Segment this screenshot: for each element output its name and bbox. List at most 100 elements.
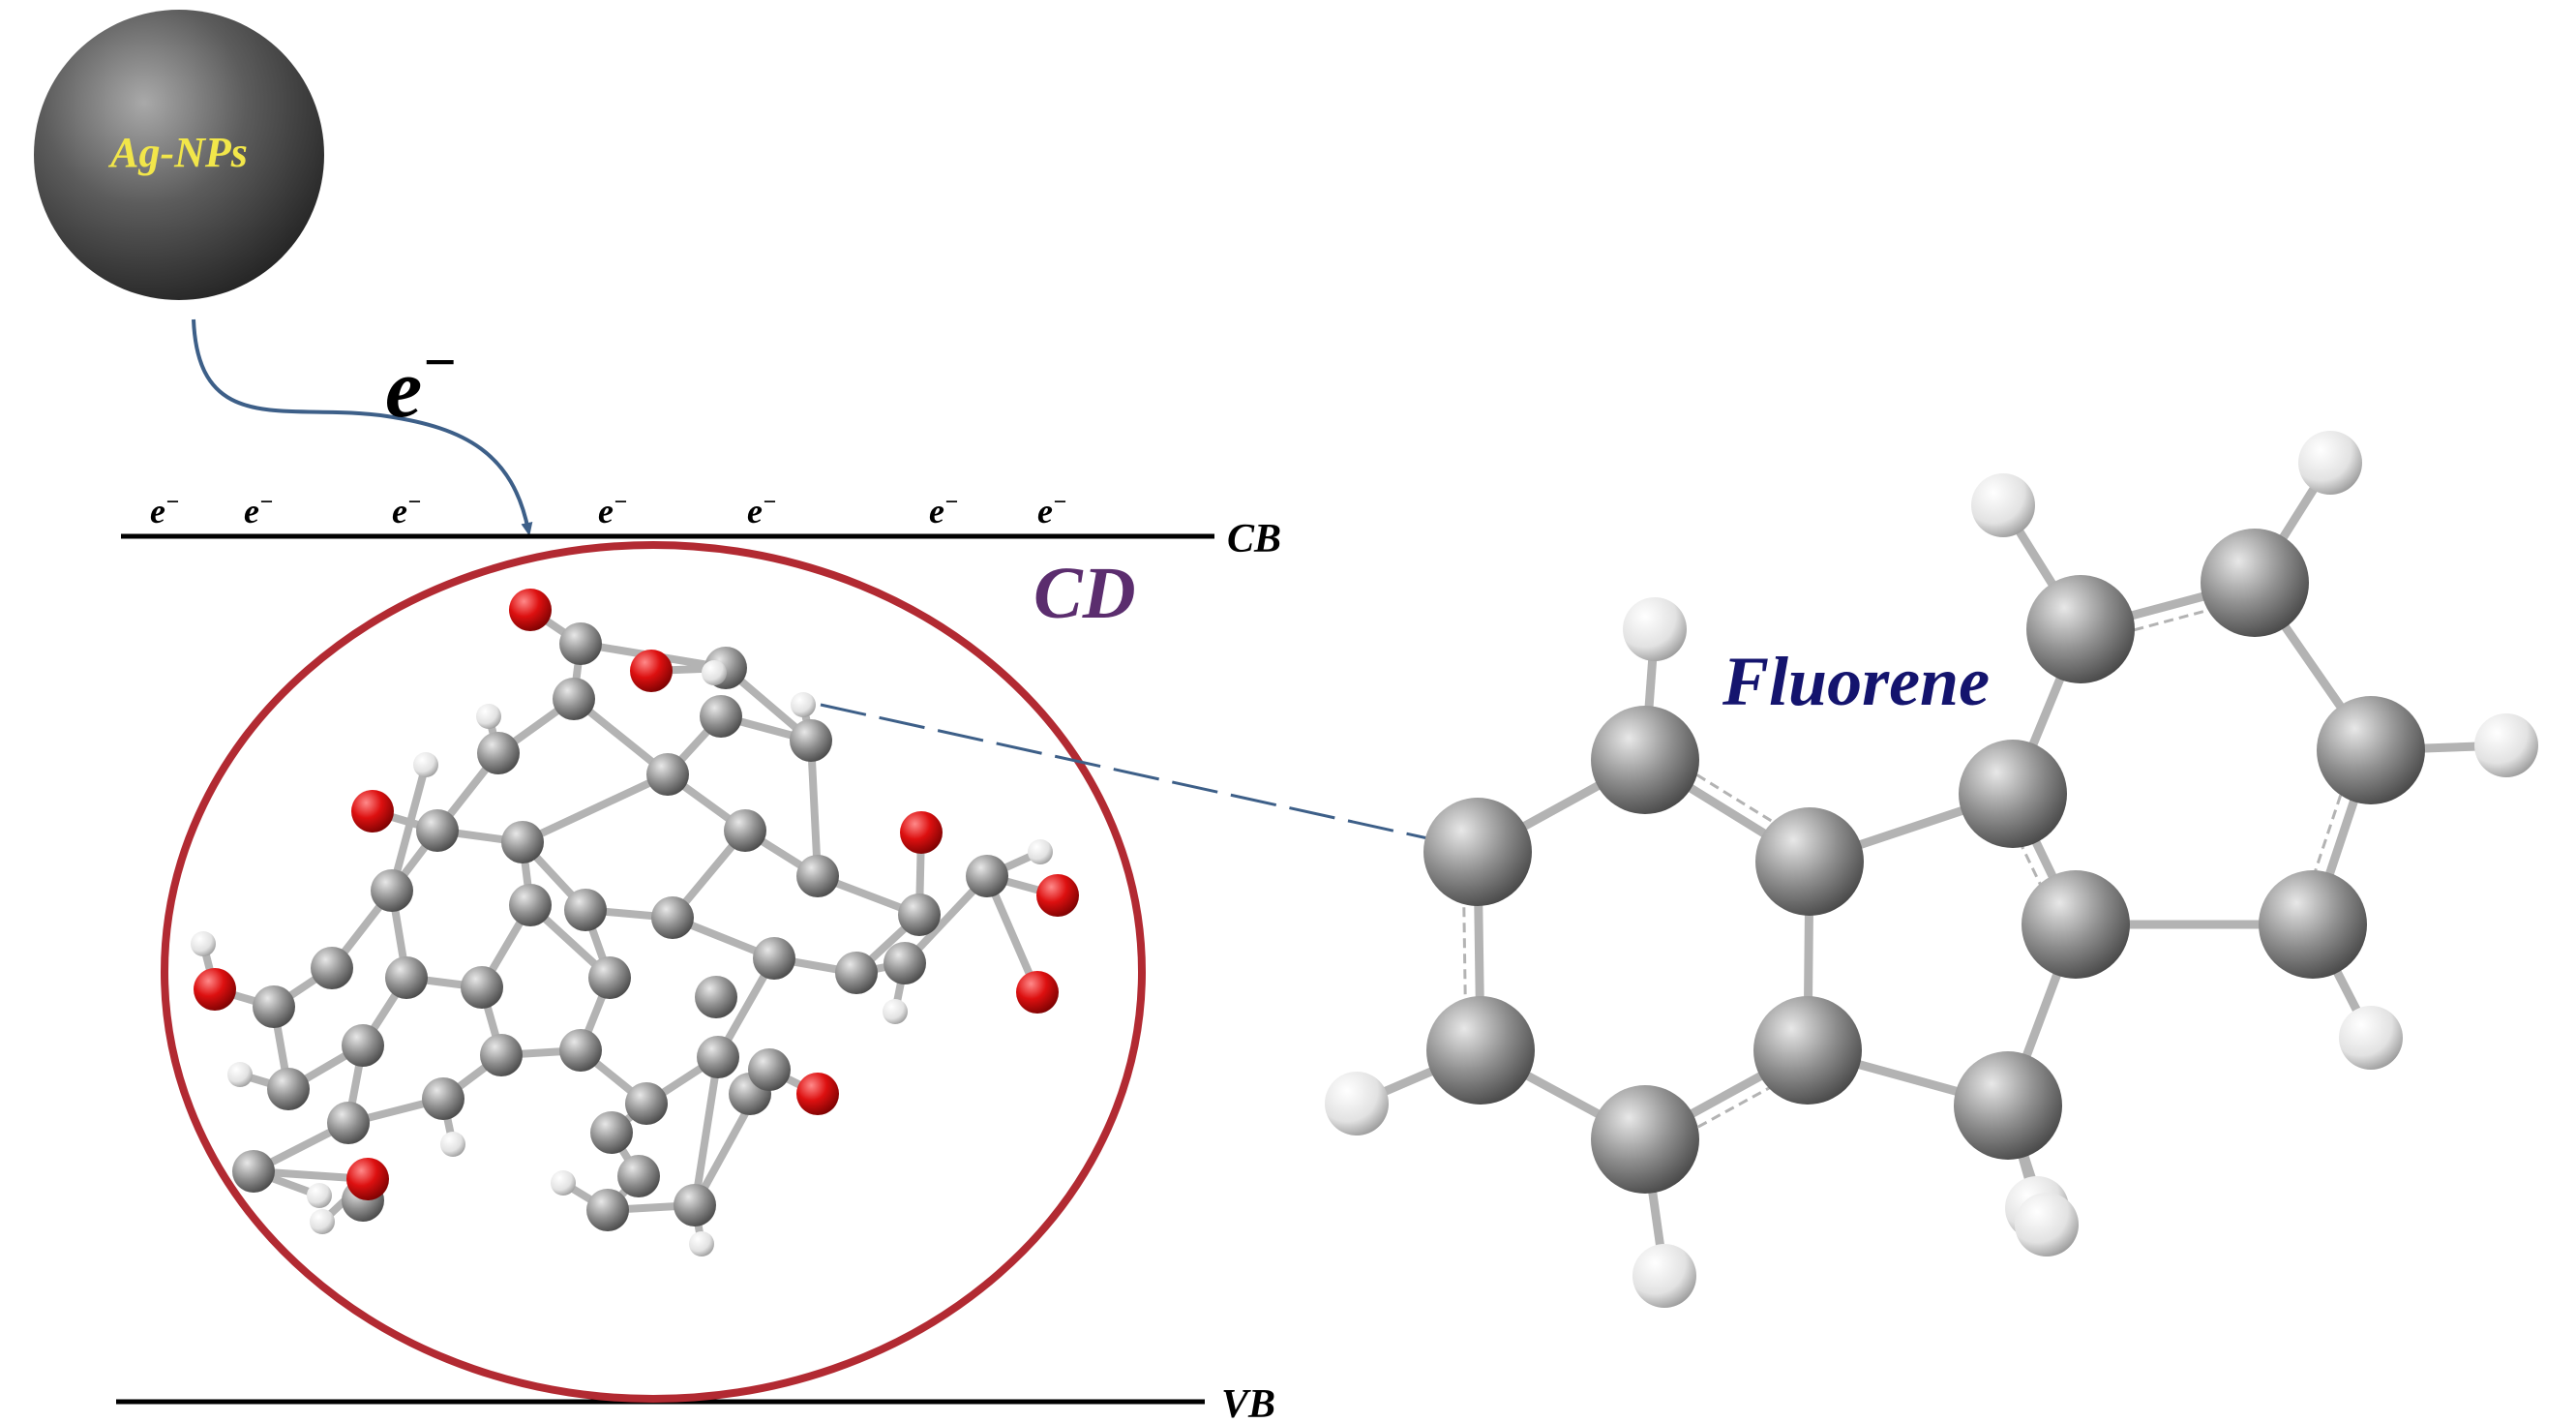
fluorene-double-bond: [2309, 779, 2348, 886]
carbon-atom-icon: [422, 1077, 464, 1120]
carbon-atom-icon: [2317, 696, 2425, 804]
hydrogen-atom-icon: [1971, 473, 2035, 537]
hydrogen-atom-icon: [2474, 713, 2538, 777]
fluorene-double-bond: [1462, 892, 1467, 1012]
carbon-atom-icon: [617, 1155, 660, 1197]
hydrogen-atom-icon: [2015, 1193, 2079, 1256]
carbon-atom-icon: [371, 869, 413, 912]
cb-electron-1: e−: [150, 490, 180, 530]
carbon-atom-icon: [461, 966, 503, 1009]
carbon-atom-icon: [477, 732, 520, 774]
cd-bond: [388, 761, 430, 894]
carbon-atom-icon: [586, 1189, 629, 1231]
hydrogen-atom-icon: [1623, 597, 1687, 661]
hydrogen-atom-icon: [791, 692, 816, 717]
hydrogen-atom-icon: [227, 1062, 253, 1087]
valence-band-label: VB: [1221, 1382, 1275, 1423]
carbon-atom-icon: [2201, 529, 2309, 637]
carbon-atom-icon: [1755, 807, 1864, 916]
carbon-atom-icon: [588, 956, 631, 999]
fluorene-bonds: [1352, 458, 2511, 1281]
carbon-atom-icon: [2026, 575, 2135, 683]
cb-electron-5: e−: [747, 490, 777, 530]
carbon-atom-icon: [267, 1068, 310, 1110]
carbon-atom-icon: [564, 889, 607, 931]
carbon-atom-icon: [1753, 996, 1862, 1105]
carbon-atom-icon: [966, 855, 1008, 897]
cb-electron-6: e−: [929, 490, 959, 530]
oxygen-atom-icon: [1036, 874, 1079, 917]
carbon-atom-icon: [748, 1048, 791, 1091]
valence-band: VB: [116, 1382, 1275, 1423]
carbon-atom-icon: [724, 809, 766, 852]
carbon-atom-icon: [700, 695, 742, 738]
carbon-atom-icon: [559, 622, 602, 665]
oxygen-atom-icon: [630, 650, 673, 692]
carbon-atom-icon: [695, 976, 737, 1018]
cd-bond: [691, 1053, 722, 1209]
oxygen-atom-icon: [194, 968, 236, 1011]
cb-electron-3: e−: [392, 490, 422, 530]
hydrogen-atom-icon: [2298, 431, 2362, 495]
carbon-atom-icon: [697, 1036, 739, 1078]
carbon-atom-icon: [674, 1184, 716, 1226]
cd-atoms: [191, 589, 1079, 1256]
nanoparticle-sphere-icon: [34, 10, 324, 300]
oxygen-atom-icon: [1016, 971, 1059, 1014]
fluorene-label: Fluorene: [1722, 643, 1990, 720]
carbon-atom-icon: [1959, 740, 2067, 848]
carbon-atom-icon: [884, 942, 926, 984]
cb-electron-7: e−: [1037, 490, 1067, 530]
carbon-atom-icon: [625, 1082, 668, 1125]
carbon-atom-icon: [2259, 870, 2367, 979]
carbon-atom-icon: [835, 952, 878, 994]
carbon-dot-label: CD: [1033, 553, 1136, 634]
carbon-atom-icon: [342, 1024, 384, 1067]
carbon-atom-icon: [1591, 706, 1699, 814]
carbon-atom-icon: [253, 985, 295, 1028]
carbon-atom-icon: [1591, 1085, 1699, 1194]
carbon-dot-circle: [161, 541, 1146, 1403]
oxygen-atom-icon: [900, 811, 943, 854]
hydrogen-atom-icon: [551, 1170, 576, 1196]
hydrogen-atom-icon: [476, 704, 501, 729]
carbon-atom-icon: [753, 937, 795, 980]
conduction-band-label: CB: [1227, 517, 1281, 561]
carbon-atom-icon: [646, 753, 689, 796]
carbon-atom-icon: [416, 809, 459, 852]
fluorene-molecule: [1325, 431, 2538, 1308]
hydrogen-atom-icon: [689, 1231, 714, 1256]
cd-bond: [519, 771, 672, 846]
fluorene-atoms: [1325, 431, 2538, 1308]
carbon-atom-icon: [553, 678, 595, 720]
hydrogen-atom-icon: [440, 1132, 465, 1157]
carbon-atom-icon: [590, 1111, 633, 1154]
hydrogen-atom-icon: [310, 1209, 335, 1234]
cb-electron-4: e−: [598, 490, 628, 530]
carbon-atom-icon: [509, 884, 552, 926]
carbon-atom-icon: [559, 1029, 602, 1072]
carbon-atom-icon: [651, 896, 694, 939]
hydrogen-atom-icon: [307, 1183, 332, 1208]
nanoparticle-label: Ag-NPs: [107, 129, 248, 176]
hydrogen-atom-icon: [191, 931, 216, 956]
fluorene-double-bond: [2118, 604, 2225, 636]
hydrogen-atom-icon: [2339, 1006, 2403, 1070]
carbon-atom-icon: [790, 719, 832, 762]
carbon-atom-icon: [2022, 870, 2130, 979]
carbon-atom-icon: [1423, 798, 1532, 906]
carbon-atom-icon: [1426, 996, 1535, 1105]
oxygen-atom-icon: [509, 589, 552, 631]
fluorene-double-bond: [1684, 1079, 1783, 1136]
carbon-atom-icon: [501, 821, 544, 863]
carbon-atom-icon: [480, 1034, 523, 1076]
conduction-band: CB: [121, 517, 1281, 561]
cb-electrons: e−e−e−e−e−e−e−: [150, 490, 1067, 530]
electron-transfer-label: e−: [385, 330, 458, 435]
hydrogen-atom-icon: [1028, 839, 1053, 864]
oxygen-atom-icon: [351, 790, 394, 833]
hydrogen-atom-icon: [883, 999, 908, 1024]
carbon-dot-molecule: [191, 589, 1079, 1256]
hydrogen-atom-icon: [702, 660, 727, 685]
